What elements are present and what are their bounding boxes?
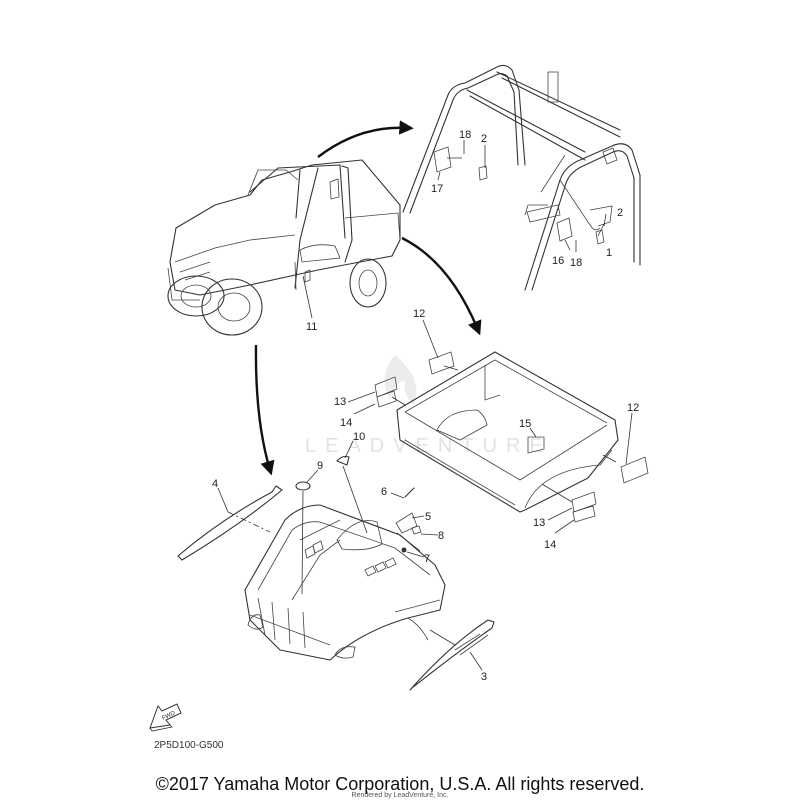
callout-16: 16: [552, 255, 564, 267]
callout-8: 8: [438, 530, 444, 542]
leader-3a: [429, 629, 456, 646]
leader-9a: [306, 469, 319, 483]
leader-10b: [342, 465, 368, 534]
part-9-emblem: [295, 481, 311, 491]
vehicle-overview: 11: [167, 159, 401, 336]
part-3-decal: [409, 619, 495, 691]
callout-6: 6: [381, 486, 387, 498]
part-8-clip: [411, 525, 422, 535]
leader-3b: [469, 651, 483, 671]
watermark-text: LEADVENTURE: [305, 435, 552, 457]
leader-10a: [344, 440, 354, 459]
callout-1: 1: [606, 247, 612, 259]
leader-5: [411, 515, 425, 519]
callout-13-left: 13: [334, 396, 346, 408]
part-10-cap: [336, 455, 350, 466]
callout-10: 10: [353, 431, 365, 443]
front-cowl: [244, 504, 446, 661]
callout-2-lower: 2: [617, 207, 623, 219]
diagram-code: 2P5D100-G500: [154, 740, 224, 751]
fwd-arrow-icon: FWD: [149, 703, 182, 732]
callout-5: 5: [425, 511, 431, 523]
cargo-bed: 15 12 13 14 12 13 14: [334, 308, 649, 551]
arrow-to-rollcage: [317, 120, 414, 158]
part-6-fastener: [404, 487, 415, 498]
watermark-logo: LEADVENTURE: [305, 355, 552, 457]
rendered-by: Rendered by LeadVenture, Inc.: [351, 792, 449, 799]
arrow-to-bed: [401, 236, 482, 336]
part-5-bracket: [395, 512, 418, 534]
callout-15: 15: [519, 418, 531, 430]
callout-9: 9: [317, 460, 323, 472]
copyright-notice: ©2017 Yamaha Motor Corporation, U.S.A. A…: [155, 774, 645, 794]
leader-7: [406, 551, 425, 558]
leader-4: [227, 511, 271, 533]
leader-4b: [217, 487, 229, 513]
callout-14-left: 14: [340, 417, 352, 429]
part-3-decal-text: [454, 633, 489, 656]
fwd-label: FWD: [161, 710, 177, 721]
callout-13-right: 13: [533, 517, 545, 529]
callout-12-right: 12: [627, 402, 639, 414]
callout-7: 7: [424, 553, 430, 565]
callout-2-upper: 2: [481, 133, 487, 145]
callout-12-top: 12: [413, 308, 425, 320]
callout-18-lower: 18: [570, 257, 582, 269]
leader-8: [420, 533, 439, 536]
callout-18-upper: 18: [459, 129, 471, 141]
callout-4: 4: [212, 478, 218, 490]
roll-cage: 18 2 17 2 16 18 1: [402, 64, 641, 291]
callout-3: 3: [481, 671, 487, 683]
leader-9b: [301, 490, 304, 595]
part-4-stripe: [177, 485, 283, 561]
callout-14-right: 14: [544, 539, 556, 551]
callout-17: 17: [431, 183, 443, 195]
callout-11: 11: [306, 321, 317, 333]
leader-6: [390, 492, 405, 499]
part-7-screw: [401, 547, 407, 553]
arrow-to-hood: [254, 344, 275, 476]
